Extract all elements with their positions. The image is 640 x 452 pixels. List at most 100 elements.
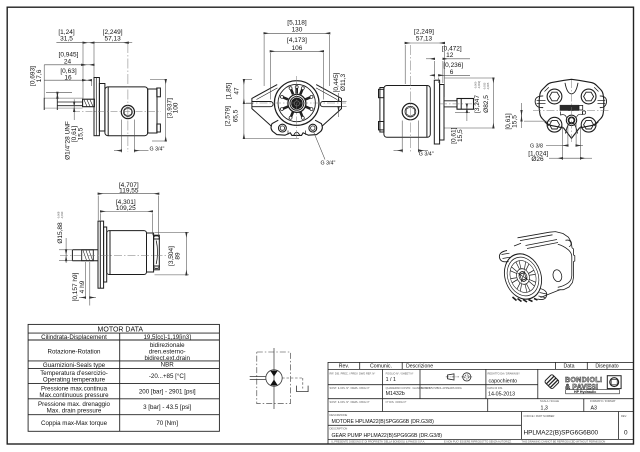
svg-text:Max.continuous pressure: Max.continuous pressure xyxy=(39,392,109,399)
svg-text:[0,472]: [0,472] xyxy=(442,45,462,52)
svg-text:Guarnizioni-Seals type: Guarnizioni-Seals type xyxy=(43,362,106,369)
svg-text:SOST. IL DIS. N° / REPL. DWG N: SOST. IL DIS. N° / REPL. DWG N° xyxy=(330,386,370,390)
svg-text:REDATTO DA / DRAWN BY: REDATTO DA / DRAWN BY xyxy=(488,372,521,376)
svg-text:SOST. IL DIS. N° / REPL. DWG N: SOST. IL DIS. N° / REPL. DWG N° xyxy=(330,400,370,404)
svg-text:Operating temperature: Operating temperature xyxy=(43,377,106,384)
svg-text:DATA DI DIS.: DATA DI DIS. xyxy=(488,386,504,390)
svg-text:Comunic.: Comunic. xyxy=(370,363,392,369)
svg-text:capochiento: capochiento xyxy=(489,379,518,385)
svg-text:14-05-2013: 14-05-2013 xyxy=(488,392,515,398)
svg-text:G 3/4": G 3/4" xyxy=(321,161,336,167)
svg-text:200 [bar] - 2901 [psi]: 200 [bar] - 2901 [psi] xyxy=(139,389,196,396)
svg-text:HPLMA22(B)SPG6G6B00: HPLMA22(B)SPG6G6B00 xyxy=(524,429,599,436)
svg-text:47: 47 xyxy=(234,87,241,95)
svg-text:MOTORE HPLMA22(B)SPG6G6B (DR.G: MOTORE HPLMA22(B)SPG6G6B (DR.G3/8) xyxy=(332,419,435,425)
svg-text:SCALA / SCALE: SCALA / SCALE xyxy=(540,399,559,403)
svg-text:A3: A3 xyxy=(591,406,598,412)
svg-text:1 / 1: 1 / 1 xyxy=(386,377,396,383)
svg-text:31,5: 31,5 xyxy=(60,36,73,43)
svg-text:[4,173]: [4,173] xyxy=(287,37,307,44)
svg-text:109,25: 109,25 xyxy=(116,205,136,212)
svg-text:89: 89 xyxy=(175,252,182,260)
svg-text:-0,000: -0,000 xyxy=(474,81,478,89)
svg-text:IF THIS SYMBOL APPEARS DWG: IF THIS SYMBOL APPEARS DWG xyxy=(422,386,462,390)
svg-text:FOGLIO N° / SHEET N°: FOGLIO N° / SHEET N° xyxy=(386,372,414,376)
svg-text:DESCRIPTION: DESCRIPTION xyxy=(330,427,348,431)
svg-text:Pressione max. drenaggio: Pressione max. drenaggio xyxy=(38,401,110,408)
svg-text:MOTOR DATA: MOTOR DATA xyxy=(98,326,144,333)
svg-text:[0,63]: [0,63] xyxy=(60,68,76,75)
svg-text:-0,035: -0,035 xyxy=(483,82,487,90)
svg-text:E NON PUO' ESSERE RIPRODOTTO S: E NON PUO' ESSERE RIPRODOTTO SENZA AUTOR… xyxy=(444,439,512,443)
svg-text:Ø1/4"28 UNF: Ø1/4"28 UNF xyxy=(65,121,72,160)
svg-text:[0,445]: [0,445] xyxy=(333,72,340,92)
svg-text:QUADERNO COSTR. / HANDBOOK N°: QUADERNO COSTR. / HANDBOOK N° xyxy=(386,386,432,390)
svg-text:REV.: REV. xyxy=(621,414,627,418)
svg-text:12: 12 xyxy=(446,52,454,59)
svg-text:-0,002]: -0,002] xyxy=(477,81,481,89)
svg-text:[0,236]: [0,236] xyxy=(443,62,463,69)
svg-text:24: 24 xyxy=(64,58,72,65)
svg-text:M1432b: M1432b xyxy=(386,391,405,397)
svg-text:70 [Nm]: 70 [Nm] xyxy=(156,420,178,427)
svg-text:19,5[cc]-1,19[in3]: 19,5[cc]-1,19[in3] xyxy=(143,334,191,341)
svg-text:Ø26: Ø26 xyxy=(531,156,544,163)
svg-text:Cilindrata-Displacement: Cilindrata-Displacement xyxy=(41,334,107,341)
svg-text:-0,008: -0,008 xyxy=(57,211,61,219)
svg-text:[3,247: [3,247 xyxy=(474,95,481,113)
svg-text:DESCRIZIONE: DESCRIZIONE xyxy=(330,413,348,417)
svg-text:100: 100 xyxy=(173,102,180,113)
svg-text:17,6: 17,6 xyxy=(36,69,43,82)
svg-text:Ø11,3: Ø11,3 xyxy=(340,74,347,92)
svg-text:6: 6 xyxy=(450,69,454,76)
svg-text:-0,005: -0,005 xyxy=(486,82,490,90)
svg-text:[0,945]: [0,945] xyxy=(59,52,79,59)
svg-text:N° DIS. / DWG N°: N° DIS. / DWG N° xyxy=(386,400,407,404)
svg-text:15,5: 15,5 xyxy=(77,127,84,140)
svg-text:[3,937]: [3,937] xyxy=(166,98,173,118)
svg-text:16: 16 xyxy=(64,75,72,82)
svg-text:[0,61]: [0,61] xyxy=(451,127,458,143)
svg-text:Descrizione: Descrizione xyxy=(406,363,433,369)
svg-text:GEAR PUMP HPLMA22(B)SPG6G6B (D: GEAR PUMP HPLMA22(B)SPG6G6B (DR.G3/8) xyxy=(332,433,443,439)
svg-text:1,3: 1,3 xyxy=(541,406,548,412)
svg-text:3 [bar] - 43.5 [psi]: 3 [bar] - 43.5 [psi] xyxy=(143,404,191,411)
svg-text:[0,61]: [0,61] xyxy=(71,126,78,142)
svg-text:Data: Data xyxy=(564,363,575,369)
svg-text:& PAVESI: & PAVESI xyxy=(565,384,598,391)
svg-text:15,5: 15,5 xyxy=(457,129,464,142)
svg-text:FORMATO / FORMAT: FORMATO / FORMAT xyxy=(590,399,616,403)
svg-text:-20...+85 [°C]: -20...+85 [°C] xyxy=(149,373,186,380)
svg-text:Ø82,5: Ø82,5 xyxy=(483,95,490,113)
svg-text:-0,030: -0,030 xyxy=(60,211,64,219)
svg-text:130: 130 xyxy=(292,26,303,33)
svg-text:[1,024]: [1,024] xyxy=(528,150,548,157)
svg-text:bidirezionale: bidirezionale xyxy=(150,342,185,349)
svg-text:dren.esterno-: dren.esterno- xyxy=(149,349,186,356)
svg-text:[2,579]: [2,579] xyxy=(225,106,232,126)
svg-text:G 3/8: G 3/8 xyxy=(530,143,543,149)
svg-text:119,55: 119,55 xyxy=(119,187,139,194)
svg-text:G 3/4": G 3/4" xyxy=(150,147,165,153)
svg-text:CODICE / PART NUMBER: CODICE / PART NUMBER xyxy=(524,414,555,418)
svg-text:65,5: 65,5 xyxy=(233,109,240,122)
svg-text:[5,118]: [5,118] xyxy=(287,20,307,27)
svg-text:Rotazione-Rotation: Rotazione-Rotation xyxy=(48,349,102,356)
svg-text:THIS DRAWING CANNOT BE REPRODU: THIS DRAWING CANNOT BE REPRODUCED WITHOU… xyxy=(521,439,605,443)
svg-text:BONDIOLI: BONDIOLI xyxy=(565,377,602,384)
svg-text:G 3/4": G 3/4" xyxy=(419,151,434,157)
svg-text:Pressione max.continua: Pressione max.continua xyxy=(41,386,108,393)
svg-text:Ø15,88: Ø15,88 xyxy=(57,222,64,244)
svg-text:[2,249]: [2,249] xyxy=(103,29,123,36)
svg-text:RIF. DIS. PREC. / PREV. DWG RE: RIF. DIS. PREC. / PREV. DWG REF. N° xyxy=(330,372,376,376)
svg-text:Disegnato: Disegnato xyxy=(595,363,618,369)
svg-text:[0,61]: [0,61] xyxy=(505,113,512,129)
svg-text:[1,85]: [1,85] xyxy=(226,83,233,99)
svg-text:[4,707]: [4,707] xyxy=(119,182,139,189)
svg-text:57,13: 57,13 xyxy=(416,35,433,42)
svg-text:IL PRESENTE DISEGNO E' DI PROP: IL PRESENTE DISEGNO E' DI PROPRIETA' DEL… xyxy=(332,439,426,443)
svg-text:57,13: 57,13 xyxy=(104,36,121,43)
svg-text:Max. drain pressure: Max. drain pressure xyxy=(47,407,102,414)
svg-text:[3,504]: [3,504] xyxy=(168,246,175,266)
svg-text:Coppia max-Max torque: Coppia max-Max torque xyxy=(41,420,108,427)
